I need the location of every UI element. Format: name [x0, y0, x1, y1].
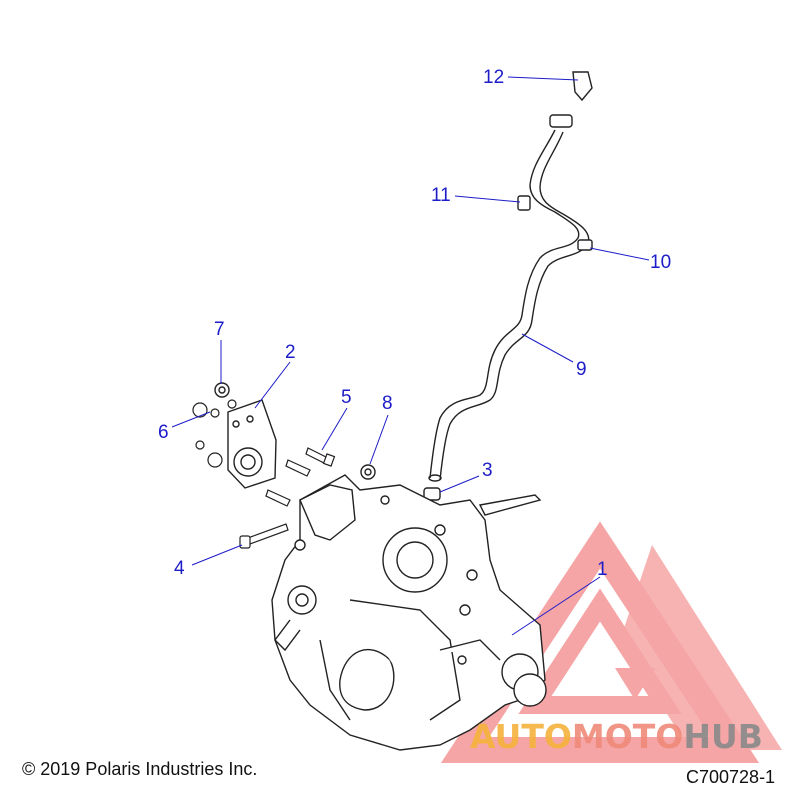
callout-6: 6 — [158, 422, 169, 443]
vent-hose — [428, 129, 590, 482]
bolt-4 — [239, 523, 289, 549]
callout-3: 3 — [482, 460, 493, 481]
hose-clamp-3 — [423, 487, 441, 501]
copyright-text: © 2019 Polaris Industries Inc. — [22, 759, 258, 779]
watermark-brand-part3: HUB — [683, 717, 763, 756]
callout-1: 1 — [597, 559, 608, 580]
callout-9: 9 — [576, 359, 587, 380]
callout-4: 4 — [174, 558, 185, 579]
transmission-1 — [271, 474, 547, 751]
callout-5: 5 — [341, 387, 352, 408]
washers-6 — [192, 399, 237, 468]
callout-2: 2 — [285, 342, 296, 363]
bolts-5 — [265, 447, 336, 507]
vent-fitting-12 — [549, 71, 593, 128]
callout-11: 11 — [431, 185, 451, 206]
hose-clamp-10 — [577, 239, 593, 251]
callout-8: 8 — [382, 393, 393, 414]
callout-7: 7 — [214, 319, 225, 340]
diagram-code: C700728-1 — [686, 767, 776, 787]
watermark-brand: AUTOMOTOHUB — [470, 720, 763, 753]
mount-bracket-2 — [227, 399, 277, 489]
callout-12: 12 — [483, 67, 505, 88]
nut-8 — [360, 464, 376, 480]
hose-clamp-11 — [517, 195, 531, 211]
leader-lines — [171, 76, 650, 636]
watermark-brand-part2: MOTO — [571, 717, 684, 756]
callout-10: 10 — [650, 252, 672, 273]
nut-7 — [214, 382, 230, 398]
watermark-brand-part1: AUTO — [470, 717, 572, 756]
